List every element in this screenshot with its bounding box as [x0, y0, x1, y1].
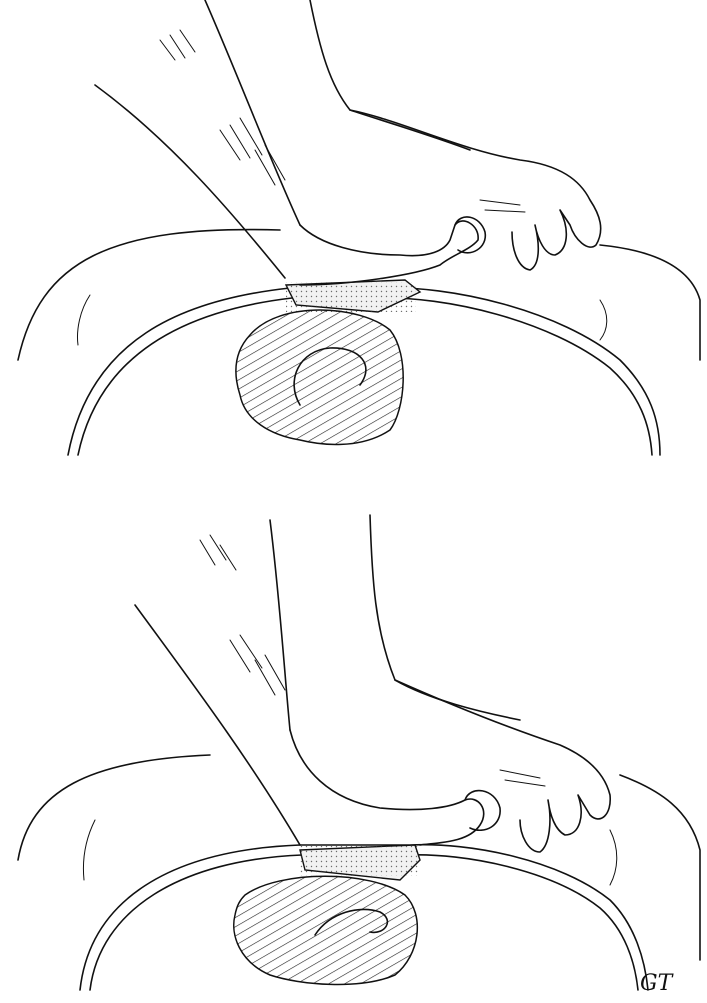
top-arm-outline-right [205, 0, 300, 225]
bottom-forearm-right [370, 515, 520, 720]
artist-signature: GT [640, 971, 675, 996]
bottom-arm-outline-right [270, 520, 290, 730]
bottom-hand-outline [290, 730, 484, 845]
bottom-thumb [465, 791, 500, 831]
bottom-fingers [395, 680, 610, 852]
top-heart-organ [236, 310, 403, 444]
bottom-heart-organ [234, 876, 418, 984]
top-hand-outline [300, 221, 478, 285]
top-fingers [350, 110, 601, 270]
top-arm-outline-left [95, 85, 285, 278]
top-pad-stipple [286, 282, 416, 312]
bottom-panel: GT [18, 515, 700, 996]
top-hand-shading [160, 30, 525, 212]
top-forearm-right [310, 0, 470, 150]
top-panel [18, 0, 700, 455]
bottom-arm-outline-left [135, 605, 300, 845]
bottom-pad-stipple [300, 846, 420, 876]
